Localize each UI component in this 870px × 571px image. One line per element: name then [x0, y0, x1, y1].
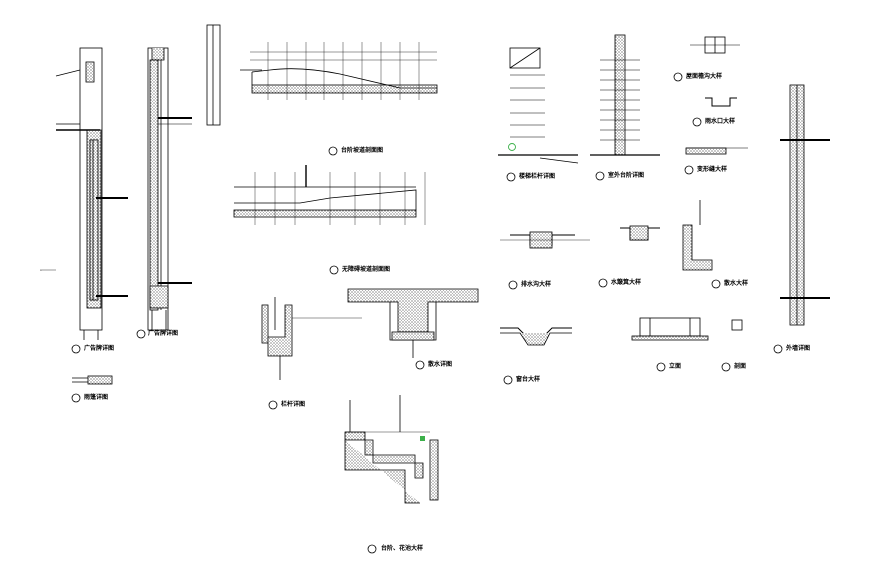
- billboard-detail-1: [40, 47, 128, 340]
- vertical-scale-ruler: [206, 24, 221, 126]
- billboard-detail-2: [147, 47, 192, 331]
- column-elevation: [590, 34, 660, 156]
- title-apron-2: 散水大样: [724, 280, 749, 287]
- ramp-section-1: [240, 42, 438, 100]
- gutter-detail: [500, 327, 572, 346]
- title-ramp-1: 台阶坡道剖面图: [341, 147, 384, 154]
- title-railing: 栏杆详图: [281, 401, 306, 408]
- title-elevation: 立面: [669, 363, 682, 370]
- title-steps: 台阶、花池大样: [381, 545, 424, 552]
- ramp-section-2: [233, 165, 426, 225]
- stair-elevation: [498, 47, 579, 164]
- green-marker-2-icon: [420, 436, 425, 441]
- title-exterior-wall: 外墙详图: [786, 345, 811, 352]
- title-stair-railing: 楼梯栏杆详图: [519, 173, 556, 180]
- title-eave: 屋面檐沟大样: [686, 73, 723, 80]
- annotation-mark: —: [40, 268, 42, 272]
- exterior-wall-section: [780, 84, 830, 326]
- title-apron: 散水详图: [428, 361, 453, 368]
- title-billboard-1: 广告牌详图: [84, 345, 115, 352]
- legend-block: [72, 375, 113, 385]
- green-marker-icon: [508, 143, 516, 151]
- railing-elevation: [631, 317, 743, 341]
- title-outdoor-steps: 室外台阶详图: [608, 172, 645, 179]
- trench-detail-1: [500, 231, 590, 249]
- trench-detail-2: [620, 225, 660, 241]
- title-ramp-2: 无障碍坡道剖面图: [342, 266, 391, 273]
- plan-symbol: [685, 36, 748, 155]
- title-section: 剖面: [734, 363, 747, 370]
- canopy-detail: [261, 297, 362, 380]
- title-billboard-2: 广告牌详图: [148, 330, 179, 337]
- title-markers: [71, 72, 783, 554]
- title-rain-inlet: 雨水口大样: [705, 118, 736, 125]
- drain-pit-section: [347, 288, 479, 358]
- title-drain: 排水沟大样: [521, 281, 552, 288]
- title-sill: 窗台大样: [516, 376, 541, 383]
- title-splash: 水簸箕大样: [611, 279, 642, 286]
- stepped-section: [344, 395, 439, 504]
- corner-detail: [682, 200, 713, 271]
- title-joint: 变形缝大样: [697, 166, 728, 173]
- title-canopy: 雨篷详图: [84, 394, 109, 401]
